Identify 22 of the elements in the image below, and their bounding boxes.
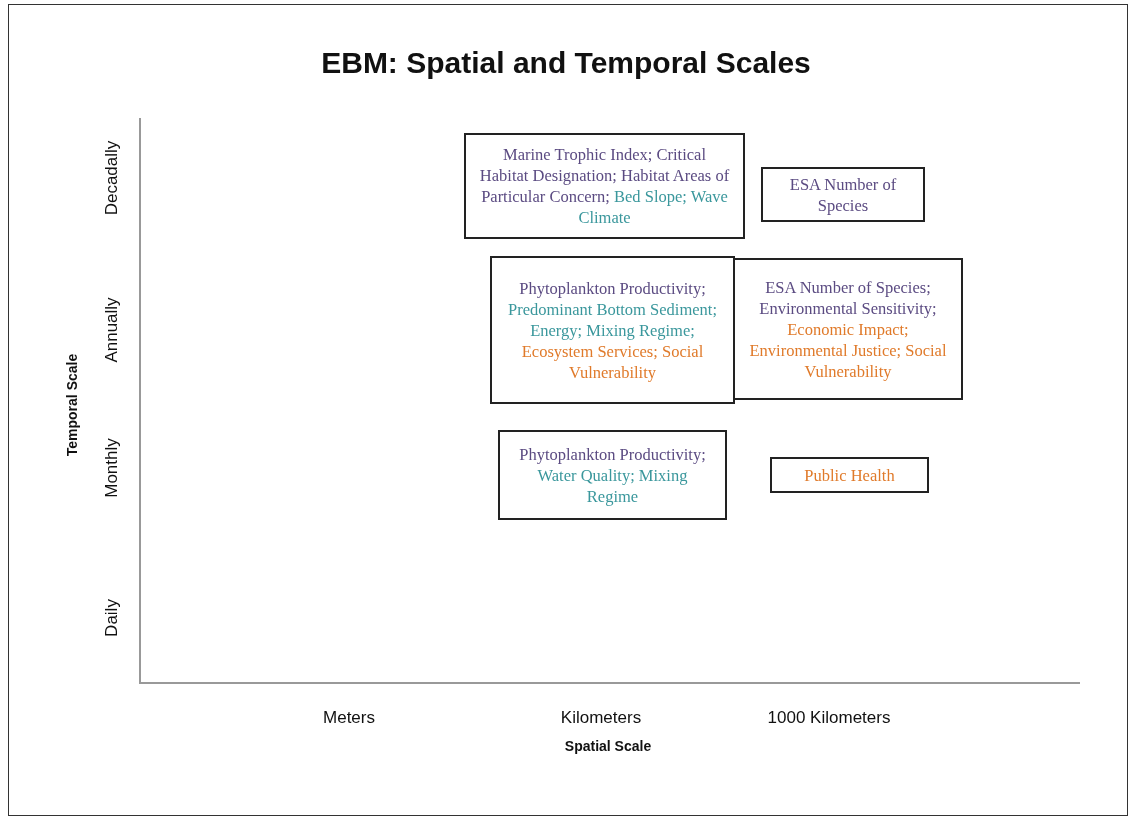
time-tick-label: Monthly bbox=[102, 438, 122, 498]
indicator-box bbox=[761, 167, 925, 222]
axis-title: Spatial Scale bbox=[564, 738, 652, 754]
indicator-text: Phytoplankton Productivity; Predominant Bottom Sediment; Energy; Mixing Regime; Ecosystem Services; Social Vulnerability bbox=[507, 277, 718, 383]
time-tick-label: Annually bbox=[102, 297, 122, 363]
indicator-text: Phytoplankton Productivity; Water Quality; Mixing Regime bbox=[518, 443, 707, 507]
axis-title: Temporal Scale bbox=[64, 353, 80, 457]
space-tick-label: Meters bbox=[323, 708, 375, 728]
indicator-box bbox=[733, 258, 963, 400]
indicator-text: Public Health bbox=[804, 464, 895, 486]
space-tick-label: 1000 Kilometers bbox=[767, 708, 891, 728]
indicator-box bbox=[770, 457, 929, 493]
indicator-text: ESA Number of Species; Environmental Sensitivity; Economic Impact; Environmental Justice; Social Vulnerability bbox=[748, 276, 948, 382]
indicator-box bbox=[464, 133, 745, 239]
indicator-box bbox=[490, 256, 735, 404]
indicator-text: Marine Trophic Index; Critical Habitat Designation; Habitat Areas of Particular Concern; Bed Slope; Wave Climate bbox=[479, 144, 730, 228]
chart-title: EBM: Spatial and Temporal Scales bbox=[320, 46, 812, 80]
time-tick-label: Decadally bbox=[102, 140, 122, 216]
indicator-box bbox=[498, 430, 727, 520]
indicator-text: ESA Number of Species bbox=[788, 173, 898, 216]
time-tick-label: Daily bbox=[102, 599, 122, 637]
space-tick-label: Kilometers bbox=[560, 708, 642, 728]
